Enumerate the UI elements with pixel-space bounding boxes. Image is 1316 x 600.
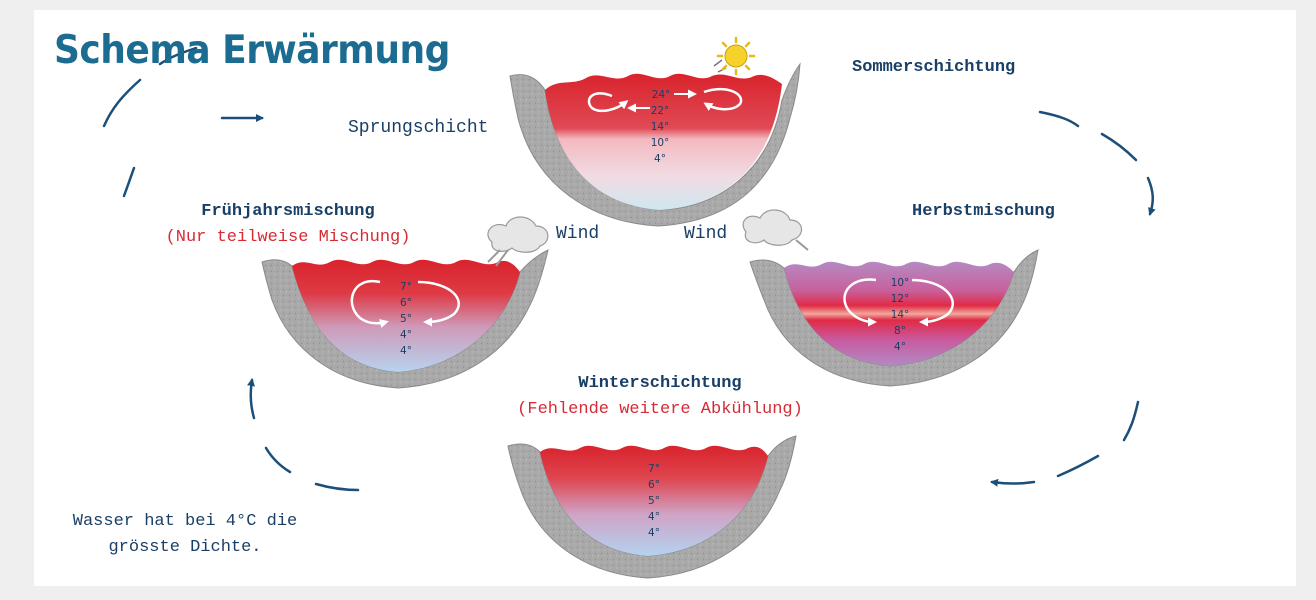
cycle-arrow-bottom-right-dash-1 bbox=[1124, 402, 1138, 440]
spring-temp-4: 4° bbox=[400, 329, 412, 341]
autumn-temp-4: 8° bbox=[894, 325, 906, 337]
summer-temp-2: 22° bbox=[651, 105, 670, 117]
autumn-lake: 10° 12° 14° 8° 4° bbox=[743, 210, 1038, 386]
cycle-arrow-bottom-left-dash-2 bbox=[266, 448, 290, 472]
summer-lake: 24° 22° 14° 10° 4° bbox=[510, 38, 800, 226]
footnote-line-2: grösste Dichte. bbox=[40, 538, 330, 557]
cycle-arrow-bottom-right-head bbox=[992, 482, 1034, 484]
cycle-arrow-top-right-dash-2 bbox=[1102, 134, 1136, 160]
spring-wind-label: Wind bbox=[556, 224, 599, 244]
spring-note: (Nur teilweise Mischung) bbox=[118, 228, 458, 247]
spring-temp-3: 5° bbox=[400, 313, 412, 325]
autumn-temp-3: 14° bbox=[891, 309, 910, 321]
spring-temp-1: 7° bbox=[400, 281, 412, 293]
cycle-arrow-top-right-head bbox=[1148, 178, 1153, 214]
summer-temp-5: 4° bbox=[654, 153, 666, 165]
winter-lake: 7° 6° 5° 4° 4° bbox=[508, 436, 796, 578]
summer-thermocline-label: Sprungschicht bbox=[348, 118, 488, 138]
winter-temp-1: 7° bbox=[648, 463, 660, 475]
winter-temp-3: 5° bbox=[648, 495, 660, 507]
winter-note: (Fehlende weitere Abkühlung) bbox=[460, 400, 860, 419]
summer-temp-3: 14° bbox=[651, 121, 670, 133]
page-title: Schema Erwärmung bbox=[54, 28, 450, 72]
summer-temp-1: 24° bbox=[652, 89, 671, 101]
winter-temp-2: 6° bbox=[648, 479, 660, 491]
footnote-line-1: Wasser hat bei 4°C die bbox=[40, 512, 330, 531]
autumn-label: Herbstmischung bbox=[912, 202, 1055, 221]
autumn-wind-cloud-icon bbox=[743, 210, 808, 250]
autumn-temp-1: 10° bbox=[891, 277, 910, 289]
autumn-wind-label: Wind bbox=[684, 224, 727, 244]
summer-label: Sommerschichtung bbox=[852, 58, 1015, 77]
autumn-temp-2: 12° bbox=[891, 293, 910, 305]
cycle-arrow-bottom-left-head bbox=[251, 380, 254, 418]
cycle-arrow-bottom-right-dash-2 bbox=[1058, 456, 1098, 476]
spring-temp-2: 6° bbox=[400, 297, 412, 309]
cycle-arrow-top-right-dash-1 bbox=[1040, 112, 1078, 126]
winter-temp-4: 4° bbox=[648, 511, 660, 523]
autumn-temp-5: 4° bbox=[894, 341, 906, 353]
cycle-arrow-left-dash bbox=[124, 168, 134, 196]
cycle-arrow-top-left-dash-2 bbox=[104, 80, 140, 126]
cycle-arrow-bottom-left-dash-1 bbox=[316, 484, 358, 490]
sun-icon bbox=[714, 38, 754, 74]
spring-temp-5: 4° bbox=[400, 345, 412, 357]
winter-temp-5: 4° bbox=[648, 527, 660, 539]
winter-label: Winterschichtung bbox=[500, 374, 820, 393]
spring-label: Frühjahrsmischung bbox=[128, 202, 448, 221]
summer-temp-4: 10° bbox=[651, 137, 670, 149]
